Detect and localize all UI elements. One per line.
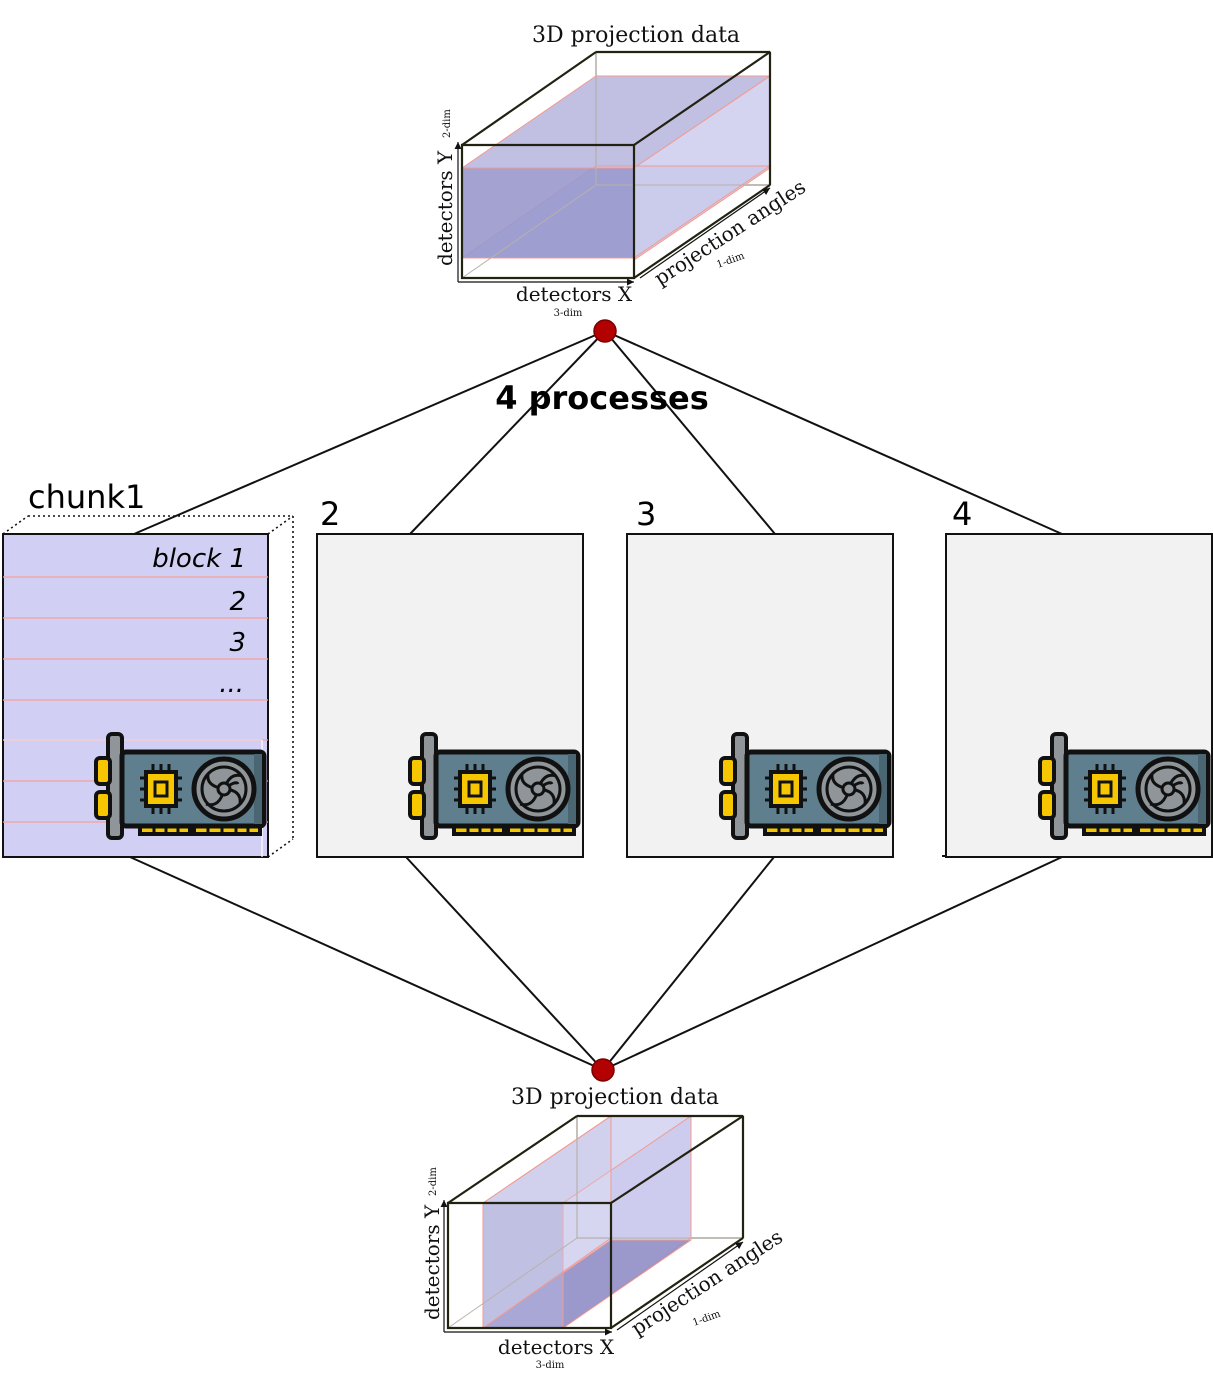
- top-axis-x-sub: 3-dim: [554, 308, 583, 319]
- top-axis-x-label: detectors X: [516, 282, 633, 306]
- chunk-4: 4: [942, 495, 1213, 858]
- top-link-1: [133, 330, 606, 535]
- bottom-axis-z-arrow: [616, 1241, 744, 1331]
- gpu-card-icon: [721, 734, 889, 838]
- processes-label: 4 processes: [495, 379, 709, 417]
- chunk-2-label: 2: [320, 495, 340, 533]
- connections: [129, 330, 1063, 1071]
- bottom-link-1: [129, 856, 604, 1071]
- chunk-1-block-more: ...: [219, 669, 244, 699]
- top-axis-z-sub: 1-dim: [715, 250, 746, 270]
- bottom-cube-title: 3D projection data: [511, 1085, 719, 1110]
- bottom-link-2: [405, 856, 604, 1071]
- bottom-axis-y-sub: 2-dim: [428, 1167, 439, 1196]
- gpu-card-icon: [410, 734, 578, 838]
- chunk-1-block-1: block 1: [152, 544, 246, 574]
- top-axis-z-arrow: [639, 187, 771, 279]
- bottom-cube: 3D projection data detectors Y: [420, 1085, 787, 1371]
- gpu-card-icon: [96, 734, 264, 838]
- top-cube: 3D projection data detectors Y 2-dim: [433, 23, 810, 319]
- top-link-3: [604, 330, 776, 535]
- chunk-1-block-3: 3: [229, 628, 246, 658]
- bottom-link-4: [602, 856, 1063, 1071]
- bottom-link-3: [602, 856, 775, 1071]
- chunk-1-label: chunk1: [28, 478, 145, 516]
- gpu-card-icon: [1040, 734, 1208, 838]
- top-axis-y-sub: 2-dim: [442, 109, 453, 138]
- top-axis-y-label: detectors Y: [433, 150, 457, 266]
- top-link-2: [409, 330, 606, 535]
- bottom-axis-z-sub: 1-dim: [691, 1308, 722, 1328]
- chunk-3: 3: [626, 495, 894, 858]
- scatter-node: [593, 319, 617, 343]
- top-cube-slab-front: [461, 167, 635, 259]
- chunk-1: chunk1 block 1 2 3 ...: [2, 478, 294, 858]
- chunk-3-label: 3: [636, 495, 656, 533]
- chunk-4-label: 4: [952, 495, 972, 533]
- bottom-axis-x-sub: 3-dim: [536, 1360, 565, 1371]
- bottom-axis-y-label: detectors Y: [420, 1204, 444, 1320]
- gather-node: [591, 1058, 615, 1082]
- bottom-axis-x-label: detectors X: [498, 1335, 615, 1359]
- top-link-4: [604, 330, 1063, 535]
- chunk-2: 2: [316, 495, 584, 858]
- chunk-1-block-2: 2: [229, 587, 246, 617]
- top-cube-title: 3D projection data: [532, 23, 740, 48]
